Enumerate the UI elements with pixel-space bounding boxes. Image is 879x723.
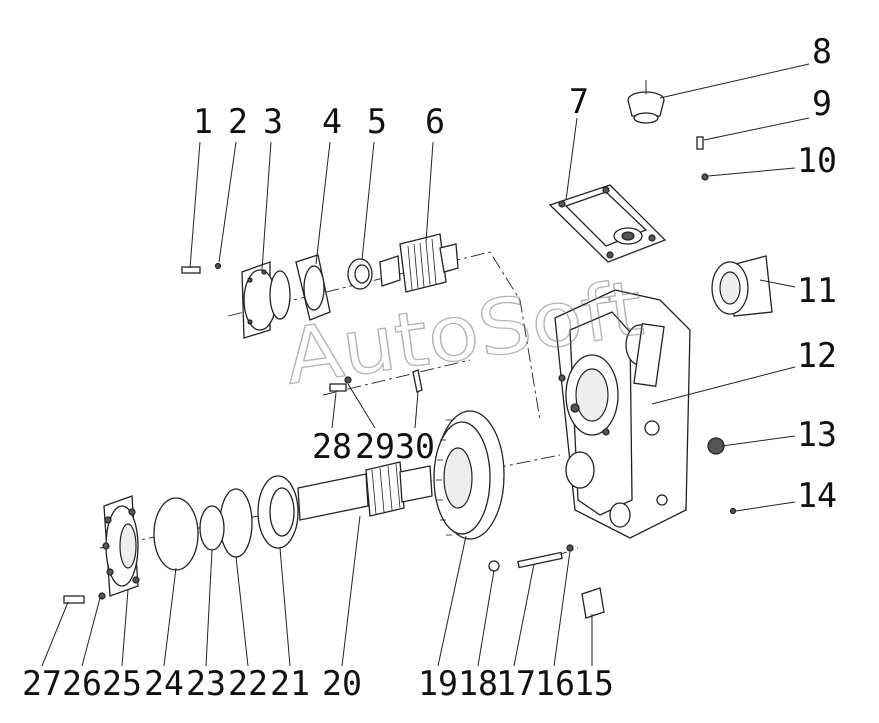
leader-line-1 bbox=[189, 141, 201, 269]
callout-number-27: 27 bbox=[22, 664, 62, 704]
part-19-large-gear bbox=[433, 410, 505, 540]
part-24-o-ring bbox=[153, 497, 199, 571]
leader-line-24 bbox=[163, 567, 177, 667]
part-29-washer bbox=[344, 376, 352, 384]
leader-line-12 bbox=[651, 366, 796, 405]
callout-number-19: 19 bbox=[418, 664, 458, 704]
part-6-pinion-shaft bbox=[379, 233, 459, 293]
leader-line-28 bbox=[331, 392, 337, 429]
callout-number-22: 22 bbox=[228, 664, 268, 704]
part-7-cover-plate bbox=[548, 184, 667, 263]
callout-number-18: 18 bbox=[458, 664, 498, 704]
callout-number-2: 2 bbox=[228, 102, 248, 142]
callout-number-26: 26 bbox=[62, 664, 102, 704]
part-8-breather bbox=[627, 80, 665, 124]
part-15-bushing bbox=[581, 587, 605, 619]
part-13-plug bbox=[707, 437, 725, 455]
leader-line-19 bbox=[437, 535, 467, 667]
callout-number-8: 8 bbox=[812, 32, 832, 72]
callout-number-10: 10 bbox=[797, 141, 837, 181]
callout-number-1: 1 bbox=[193, 102, 213, 142]
part-26-washer bbox=[98, 592, 106, 600]
callout-number-23: 23 bbox=[186, 664, 226, 704]
leader-line-30 bbox=[414, 391, 419, 429]
part-9-bolt bbox=[696, 136, 704, 150]
leader-line-2 bbox=[218, 141, 237, 263]
leader-line-23 bbox=[205, 549, 213, 667]
callout-number-6: 6 bbox=[425, 102, 445, 142]
callout-number-9: 9 bbox=[812, 84, 832, 124]
callout-number-30: 30 bbox=[395, 427, 435, 467]
leader-line-13 bbox=[721, 435, 796, 447]
part-11-bearing-cap bbox=[711, 255, 773, 317]
part-21-bearing bbox=[257, 475, 299, 549]
callout-number-3: 3 bbox=[263, 102, 283, 142]
leader-line-29 bbox=[347, 383, 376, 429]
callout-number-12: 12 bbox=[797, 336, 837, 376]
part-12-housing bbox=[554, 289, 691, 539]
part-22-ring bbox=[219, 488, 253, 558]
callout-number-20: 20 bbox=[322, 664, 362, 704]
part-2-washer bbox=[214, 262, 222, 270]
part-16-washer bbox=[566, 544, 574, 552]
callout-number-25: 25 bbox=[102, 664, 142, 704]
leader-line-18 bbox=[477, 569, 495, 667]
part-20-main-shaft bbox=[297, 461, 433, 521]
part-5-bearing bbox=[347, 258, 373, 290]
leader-line-20 bbox=[341, 515, 361, 667]
part-18-nut bbox=[488, 560, 500, 572]
leader-line-9 bbox=[703, 117, 810, 141]
callout-number-17: 17 bbox=[496, 664, 536, 704]
leader-line-25 bbox=[121, 589, 129, 667]
leader-line-8 bbox=[659, 63, 810, 99]
leader-line-26 bbox=[81, 597, 101, 667]
part-1-bolt bbox=[181, 266, 201, 274]
callout-number-24: 24 bbox=[144, 664, 184, 704]
leader-line-7 bbox=[565, 117, 578, 201]
part-23-seal bbox=[199, 505, 225, 551]
leader-line-17 bbox=[513, 563, 535, 667]
callout-number-28: 28 bbox=[312, 427, 352, 467]
leader-line-5 bbox=[361, 141, 375, 261]
leader-line-10 bbox=[707, 167, 796, 177]
callout-number-14: 14 bbox=[797, 476, 837, 516]
leader-line-22 bbox=[235, 556, 249, 667]
part-3-end-cover bbox=[241, 261, 291, 339]
callout-number-15: 15 bbox=[574, 664, 614, 704]
leader-line-21 bbox=[279, 547, 291, 667]
callout-number-11: 11 bbox=[797, 271, 837, 311]
leader-line-14 bbox=[735, 501, 796, 512]
part-30-pin bbox=[412, 369, 423, 393]
callout-number-21: 21 bbox=[270, 664, 310, 704]
leader-line-27 bbox=[41, 601, 69, 667]
part-28-bolt bbox=[329, 383, 347, 392]
leader-line-16 bbox=[553, 550, 571, 667]
part-14-ball bbox=[729, 507, 737, 515]
callout-number-16: 16 bbox=[535, 664, 575, 704]
leader-line-3 bbox=[261, 141, 272, 271]
callout-number-7: 7 bbox=[569, 82, 589, 122]
callout-number-13: 13 bbox=[797, 415, 837, 455]
callout-number-4: 4 bbox=[322, 102, 342, 142]
callout-number-29: 29 bbox=[355, 427, 395, 467]
leader-line-11 bbox=[759, 279, 796, 288]
part-10-washer bbox=[701, 173, 709, 181]
part-4-gasket bbox=[295, 254, 331, 321]
part-27-bolt bbox=[63, 595, 85, 604]
part-17-shaft bbox=[517, 551, 563, 569]
part-25-flange bbox=[102, 495, 140, 597]
leader-lines bbox=[41, 63, 810, 667]
leader-line-6 bbox=[425, 141, 434, 243]
leader-line-4 bbox=[315, 141, 331, 265]
callout-number-5: 5 bbox=[367, 102, 387, 142]
